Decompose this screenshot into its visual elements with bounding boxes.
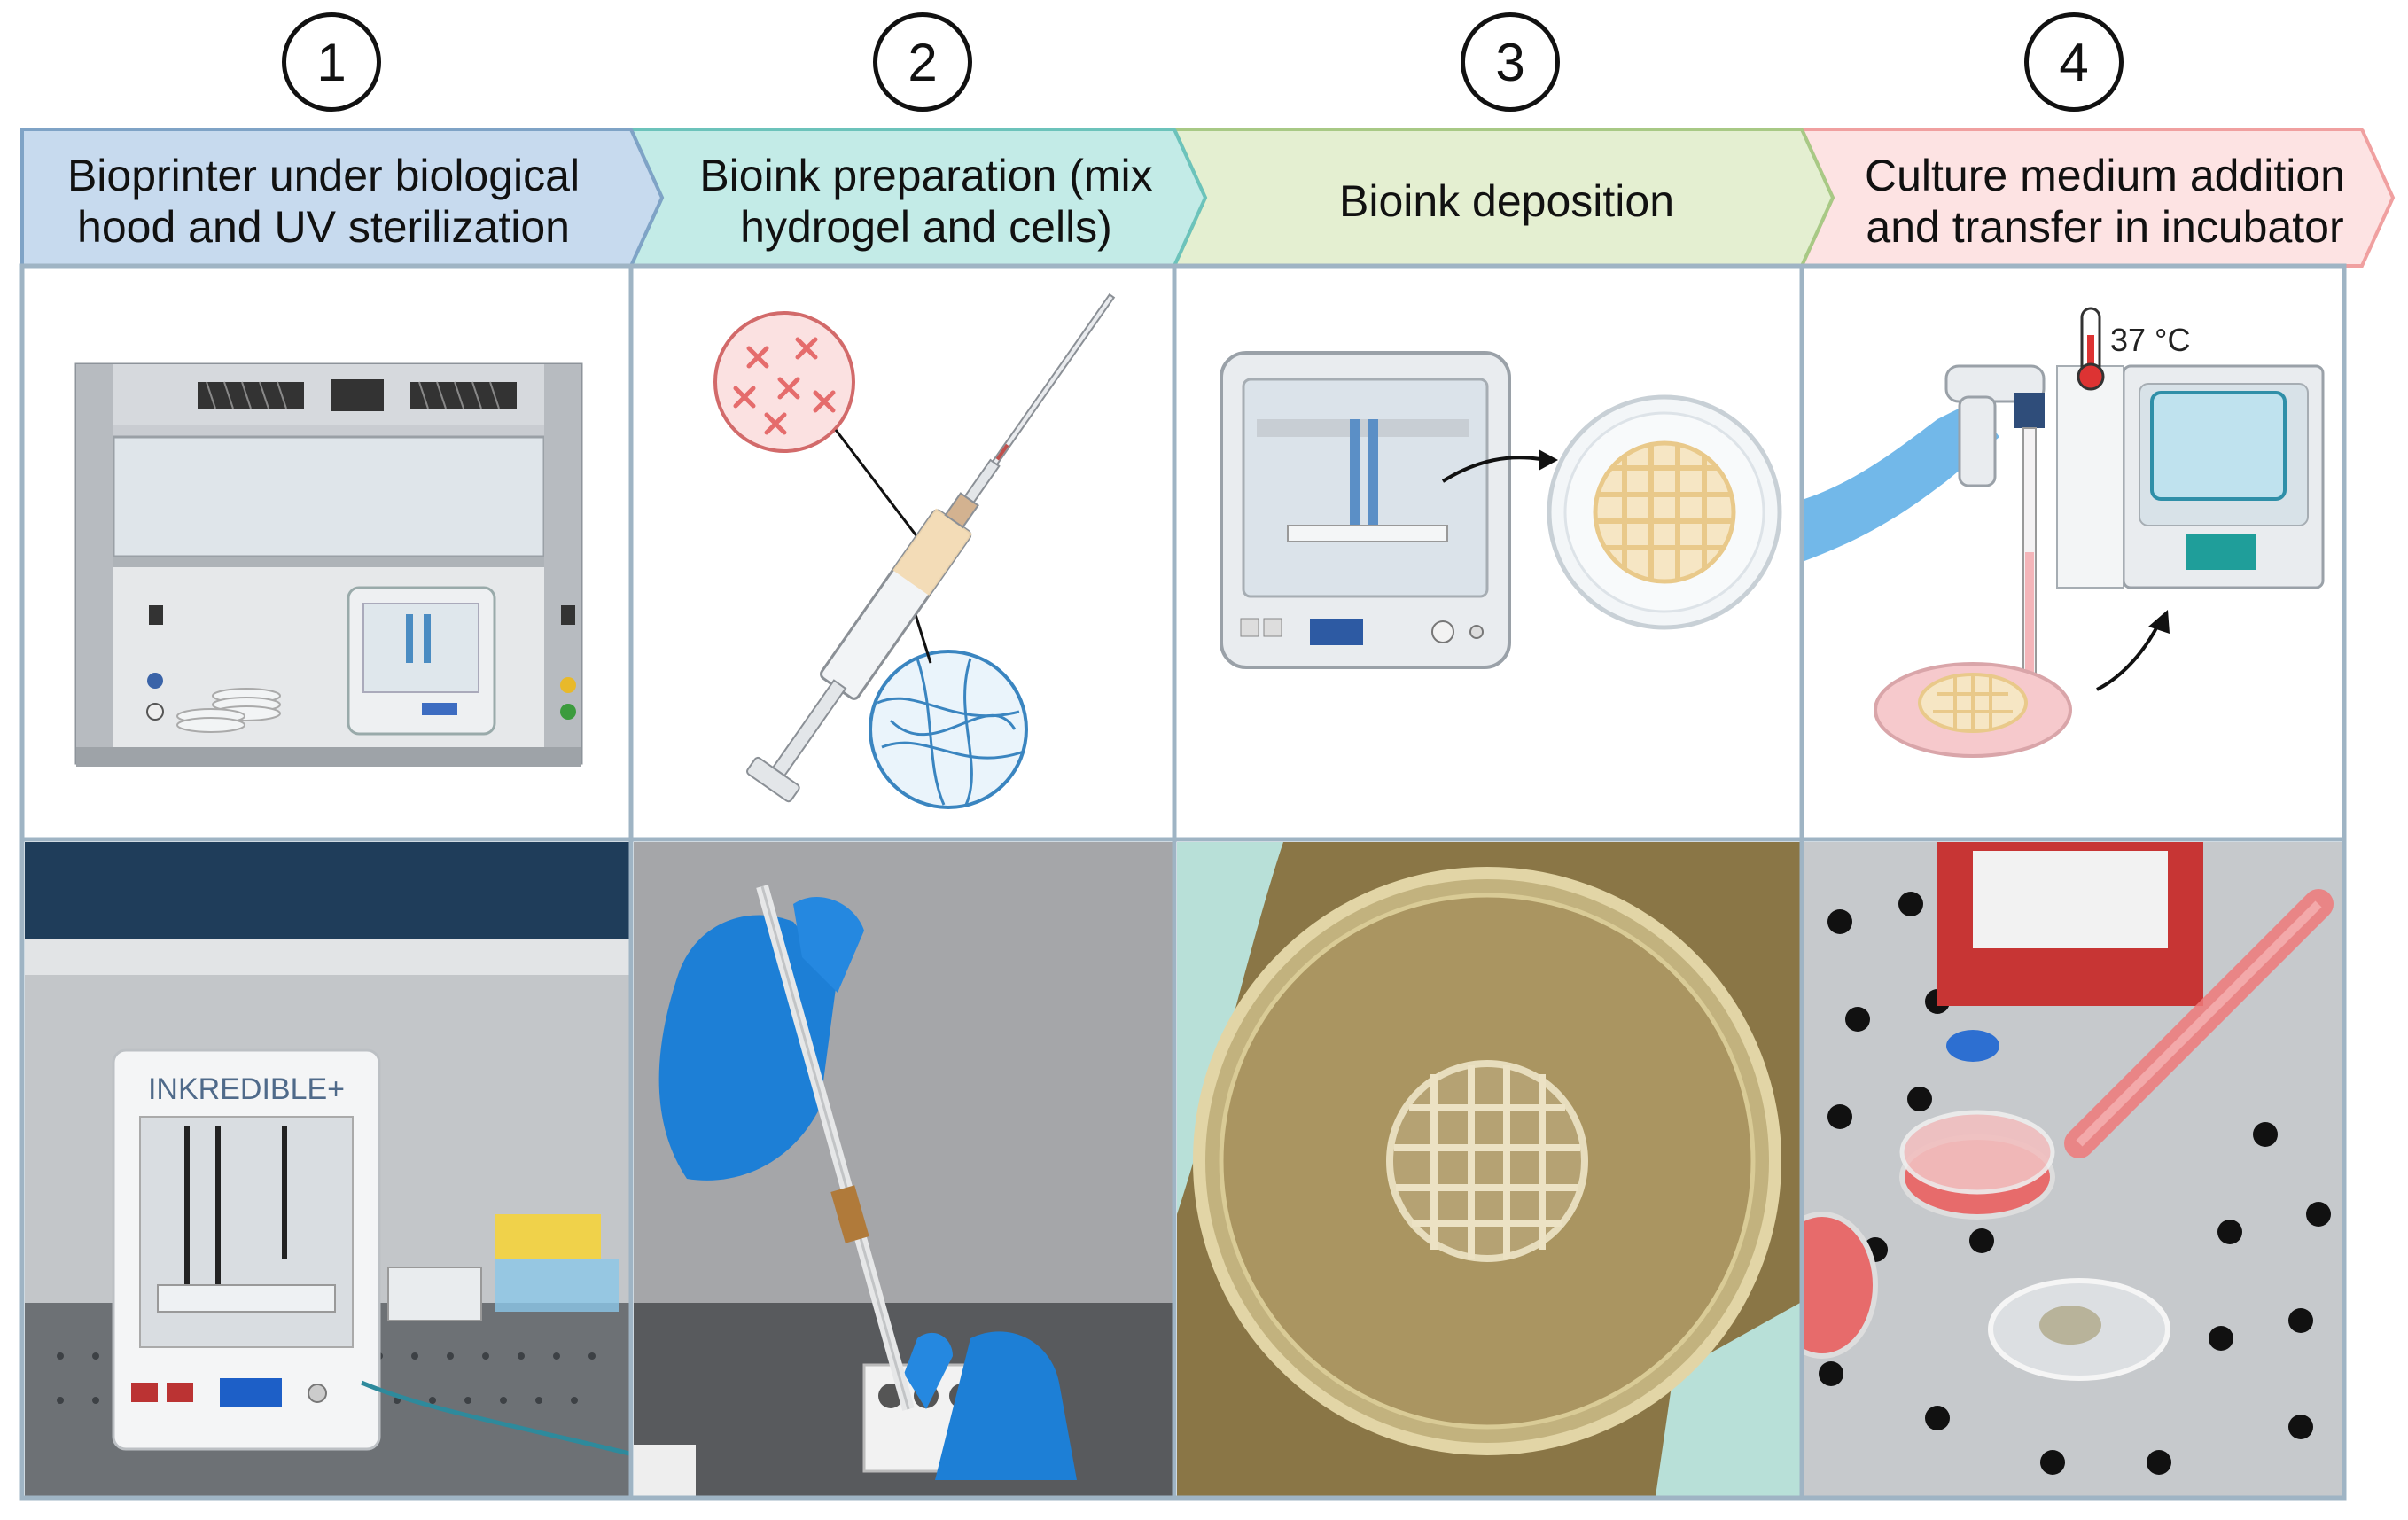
step-3-title: Bioink deposition bbox=[1338, 176, 1675, 226]
header-arrows bbox=[20, 128, 2396, 268]
photo-bioprinter-in-hood: INKREDIBLE+ bbox=[25, 842, 629, 1496]
photo-culture-medium-addition bbox=[1804, 842, 2342, 1496]
step-2-number: 2 bbox=[873, 12, 972, 112]
illustration-biosafety-hood bbox=[25, 269, 629, 838]
step-3-number: 3 bbox=[1461, 12, 1560, 112]
photo-bioink-syringe bbox=[634, 842, 1173, 1496]
illustration-bioprinter-deposition bbox=[1177, 269, 1800, 838]
step-4-number: 4 bbox=[2024, 12, 2124, 112]
printer-brand-label: INKREDIBLE+ bbox=[148, 1072, 345, 1106]
incubator-temperature-label: 37 °C bbox=[2110, 322, 2190, 358]
step-1-title: Bioprinter under biological hood and UV … bbox=[66, 151, 581, 252]
step-1-number: 1 bbox=[282, 12, 381, 112]
step-2-title: Bioink preparation (mix hydrogel and cel… bbox=[699, 151, 1153, 252]
photo-printed-scaffold bbox=[1177, 842, 1800, 1496]
step-1-arrow bbox=[20, 128, 665, 268]
illustration-incubator-transfer: 37 °C bbox=[1804, 269, 2342, 838]
step-4-title: Culture medium addition and transfer in … bbox=[1865, 151, 2345, 252]
illustration-bioink-syringe bbox=[634, 269, 1173, 838]
